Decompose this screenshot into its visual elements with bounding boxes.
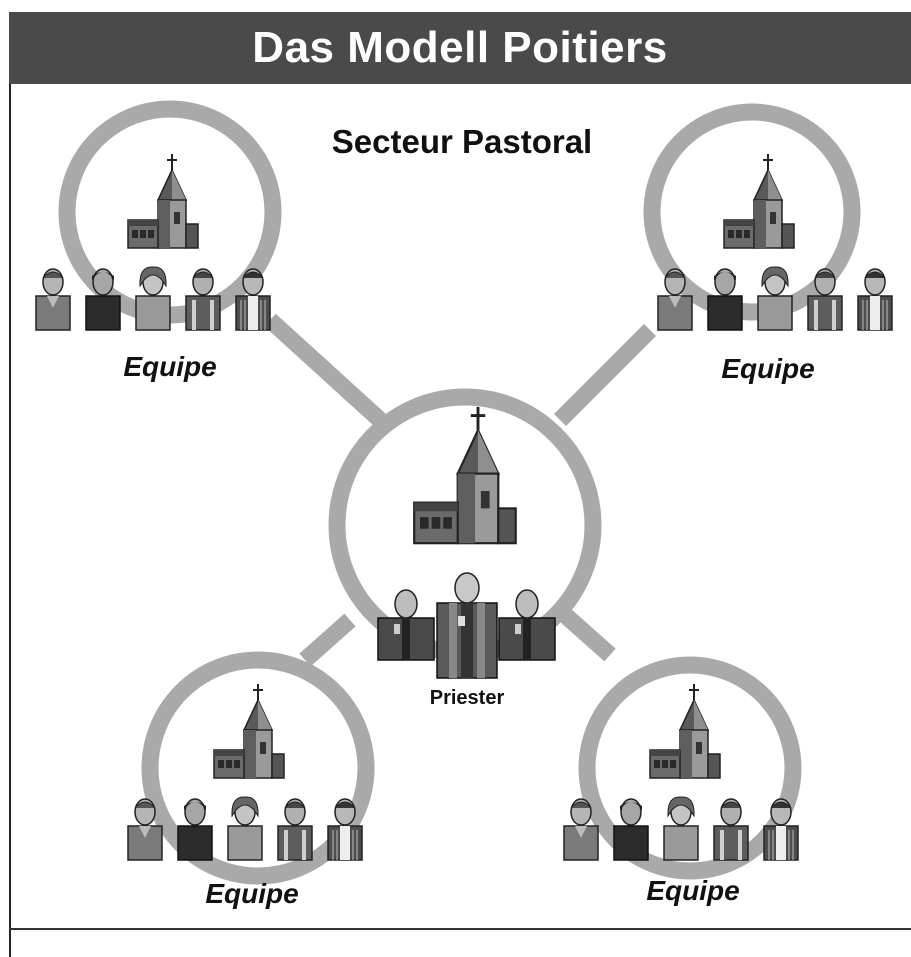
- connector-lines: [264, 313, 657, 667]
- church-icon-bottom-right: [649, 683, 721, 779]
- equipe-label-top-left: Equipe: [123, 351, 216, 382]
- page-title: Das Modell Poitiers: [252, 23, 668, 72]
- equipe-label-bottom-left: Equipe: [205, 878, 298, 909]
- priest-icon-right: [498, 589, 556, 661]
- connector-top-left: [264, 313, 386, 427]
- bottom-divider: [9, 928, 911, 930]
- priest-icon-left: [377, 589, 435, 661]
- ring-top-right: [643, 103, 861, 321]
- equipe-label-bottom-right: Equipe: [646, 875, 739, 906]
- subtitle: Secteur Pastoral: [332, 123, 592, 160]
- church-icon-bottom-left: [213, 683, 285, 779]
- ring-bottom-left: [141, 651, 375, 885]
- connector-bottom-left: [299, 613, 356, 667]
- connector-bottom-right: [559, 608, 616, 662]
- connector-top-right: [553, 323, 657, 427]
- church-icon-top-left: [127, 153, 199, 249]
- ring-bottom-right: [578, 656, 802, 880]
- priest-icon-main: [436, 572, 498, 679]
- priester-label: Priester: [430, 687, 505, 709]
- title-bar: Das Modell Poitiers: [9, 12, 911, 84]
- frame-border: [9, 12, 11, 957]
- church-icon-top-right: [723, 153, 795, 249]
- rings: [58, 100, 861, 885]
- equipe-label-top-right: Equipe: [721, 353, 814, 384]
- church-icon-center: [412, 405, 518, 545]
